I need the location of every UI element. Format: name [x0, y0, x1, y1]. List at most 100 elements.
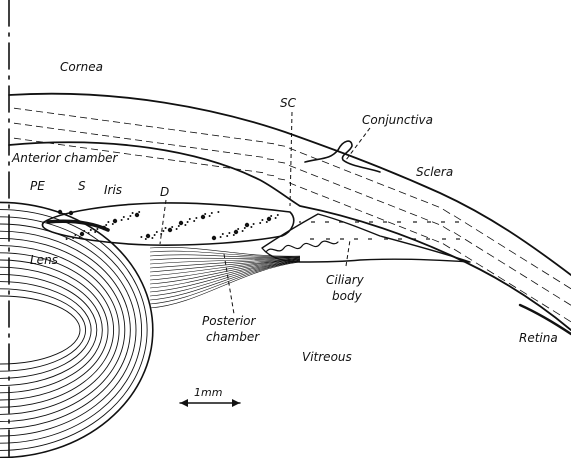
ciliary-stipple — [357, 221, 359, 223]
band-hatch-stroke — [311, 191, 318, 194]
iris-stipple — [123, 216, 125, 218]
band-hatch-stroke — [300, 170, 307, 173]
ciliary-stipple — [398, 238, 400, 240]
band-hatch-stroke — [91, 119, 98, 120]
ciliary-stipple — [429, 221, 431, 223]
ciliary-stipple — [386, 238, 388, 240]
lens-layer — [0, 260, 108, 400]
band-hatch-stroke — [509, 267, 516, 271]
iris-stipple — [132, 212, 134, 214]
band-hatch-stroke — [157, 128, 164, 129]
band-hatch-stroke — [454, 249, 461, 253]
band-hatch-stroke — [465, 223, 472, 227]
band-hatch-stroke — [333, 183, 340, 186]
band-hatch-stroke — [487, 253, 494, 257]
band-hatch-stroke — [256, 141, 263, 142]
iris-stipple — [250, 226, 252, 228]
band-hatch-stroke — [564, 317, 571, 321]
ciliary-stipple — [371, 221, 373, 223]
band-hatch-stroke — [201, 133, 208, 134]
band-hatch-stroke — [542, 271, 549, 275]
label-cornea: Cornea — [60, 60, 103, 74]
iris-stipple — [156, 231, 158, 233]
label-d: D — [160, 185, 169, 199]
band-hatch-stroke — [91, 134, 98, 135]
band-hatch-stroke — [344, 170, 351, 173]
band-hatch-stroke — [124, 123, 131, 124]
band-hatch-stroke — [432, 222, 439, 225]
band-hatch-stroke — [520, 257, 527, 261]
ciliary-stipple — [370, 238, 372, 240]
iris-stipple — [184, 224, 186, 226]
band-hatch-stroke — [421, 217, 428, 220]
band-hatch-stroke — [58, 129, 65, 130]
band-hatch-stroke — [278, 162, 285, 163]
band-hatch-stroke — [245, 139, 252, 140]
band-hatch-stroke — [410, 231, 417, 234]
label-s: S — [78, 179, 86, 193]
band-hatch-stroke — [333, 200, 340, 203]
band-hatch-stroke — [69, 146, 76, 147]
band-hatch-stroke — [564, 284, 571, 288]
iris-stipple — [195, 217, 197, 219]
band-hatch-stroke — [58, 114, 65, 115]
band-hatch-stroke — [91, 149, 98, 150]
band-hatch-stroke — [80, 132, 87, 133]
band-hatch-stroke — [146, 126, 153, 127]
band-hatch-stroke — [388, 204, 395, 207]
band-hatch-stroke — [256, 156, 263, 157]
iris-stipple — [105, 224, 107, 226]
band-hatch-stroke — [476, 263, 483, 267]
lens-layer — [0, 246, 119, 415]
ciliary-stipple — [427, 221, 429, 223]
band-hatch-stroke — [399, 191, 406, 194]
band-hatch-stroke — [366, 213, 373, 216]
iris-stipple — [107, 221, 109, 223]
ciliary-stipple — [299, 221, 301, 223]
band-hatch-stroke — [36, 141, 43, 142]
band-hatch-stroke — [157, 158, 164, 159]
iris-stipple — [217, 211, 219, 213]
band-hatch-stroke — [432, 239, 439, 242]
band-hatch-stroke — [498, 243, 505, 247]
band-hatch-stroke — [234, 153, 241, 154]
band-hatch-stroke — [421, 235, 428, 238]
ciliary-stipple — [326, 238, 328, 240]
iris-stipple — [129, 215, 131, 217]
iris-stipple — [277, 214, 279, 216]
band-hatch-stroke — [399, 209, 406, 212]
band-hatch-stroke — [278, 179, 285, 180]
iris-stipple — [267, 217, 271, 221]
ciliary-stipple — [341, 221, 343, 223]
band-hatch-stroke — [157, 143, 164, 144]
iris-stipple — [90, 229, 92, 231]
band-hatch-stroke — [245, 155, 252, 156]
iris-stipple — [237, 228, 239, 230]
band-hatch-stroke — [146, 141, 153, 142]
band-hatch-stroke — [201, 149, 208, 150]
ciliary-stipple — [368, 238, 370, 240]
label-conjunctiva: Conjunctiva — [362, 113, 433, 127]
label-lens: Lens — [30, 253, 58, 267]
label-iris: Iris — [104, 183, 122, 197]
band-hatch-stroke — [212, 135, 219, 136]
iris-stipple — [275, 217, 277, 219]
band-hatch-stroke — [355, 209, 362, 212]
band-hatch-stroke — [201, 164, 208, 165]
iris-stipple — [168, 228, 172, 232]
band-hatch-stroke — [223, 152, 230, 153]
ciliary-stipple — [312, 238, 314, 240]
iris-stipple — [138, 211, 140, 213]
band-hatch-stroke — [520, 273, 527, 277]
band-hatch-stroke — [289, 165, 296, 168]
label-sclera: Sclera — [416, 165, 453, 179]
iris-stipple — [201, 215, 205, 219]
iris-stipple — [69, 211, 73, 215]
band-hatch-stroke — [377, 183, 384, 186]
lens-layer — [0, 267, 102, 393]
band-hatch-stroke — [102, 135, 109, 136]
iris-stipple — [233, 234, 235, 236]
band-hatch-stroke — [410, 213, 417, 216]
band-hatch-stroke — [487, 236, 494, 240]
iris-stipple — [72, 237, 74, 239]
